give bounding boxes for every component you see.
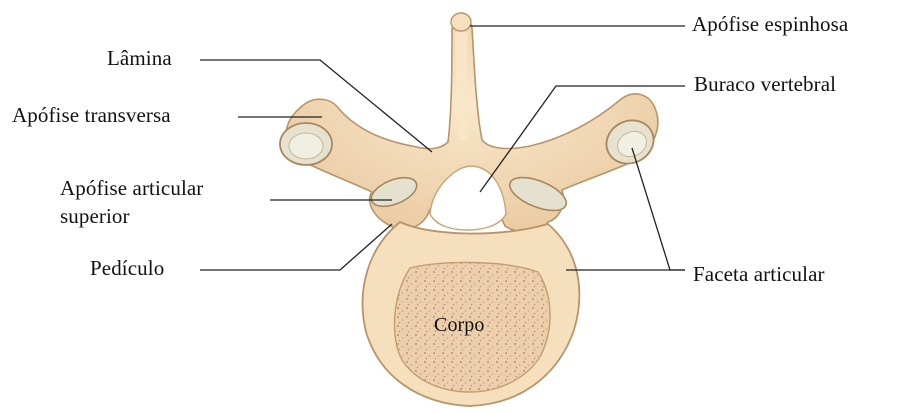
- label-vertebral-foramen: Buraco vertebral: [694, 72, 836, 96]
- spinous-process-tip: [451, 13, 471, 31]
- label-superior-articular-line2: superior: [60, 204, 130, 228]
- label-transverse-process: Apófise transversa: [12, 103, 171, 127]
- label-body: Corpo: [434, 313, 485, 337]
- label-lamina: Lâmina: [107, 46, 172, 70]
- label-articular-facet: Faceta articular: [693, 262, 825, 286]
- label-superior-articular-line1: Apófise articular: [60, 176, 203, 200]
- label-pedicle: Pedículo: [90, 256, 164, 280]
- leader-articular-facet-2: [632, 148, 685, 270]
- leader-pedicle: [200, 224, 392, 270]
- label-spinous-process: Apófise espinhosa: [692, 12, 848, 36]
